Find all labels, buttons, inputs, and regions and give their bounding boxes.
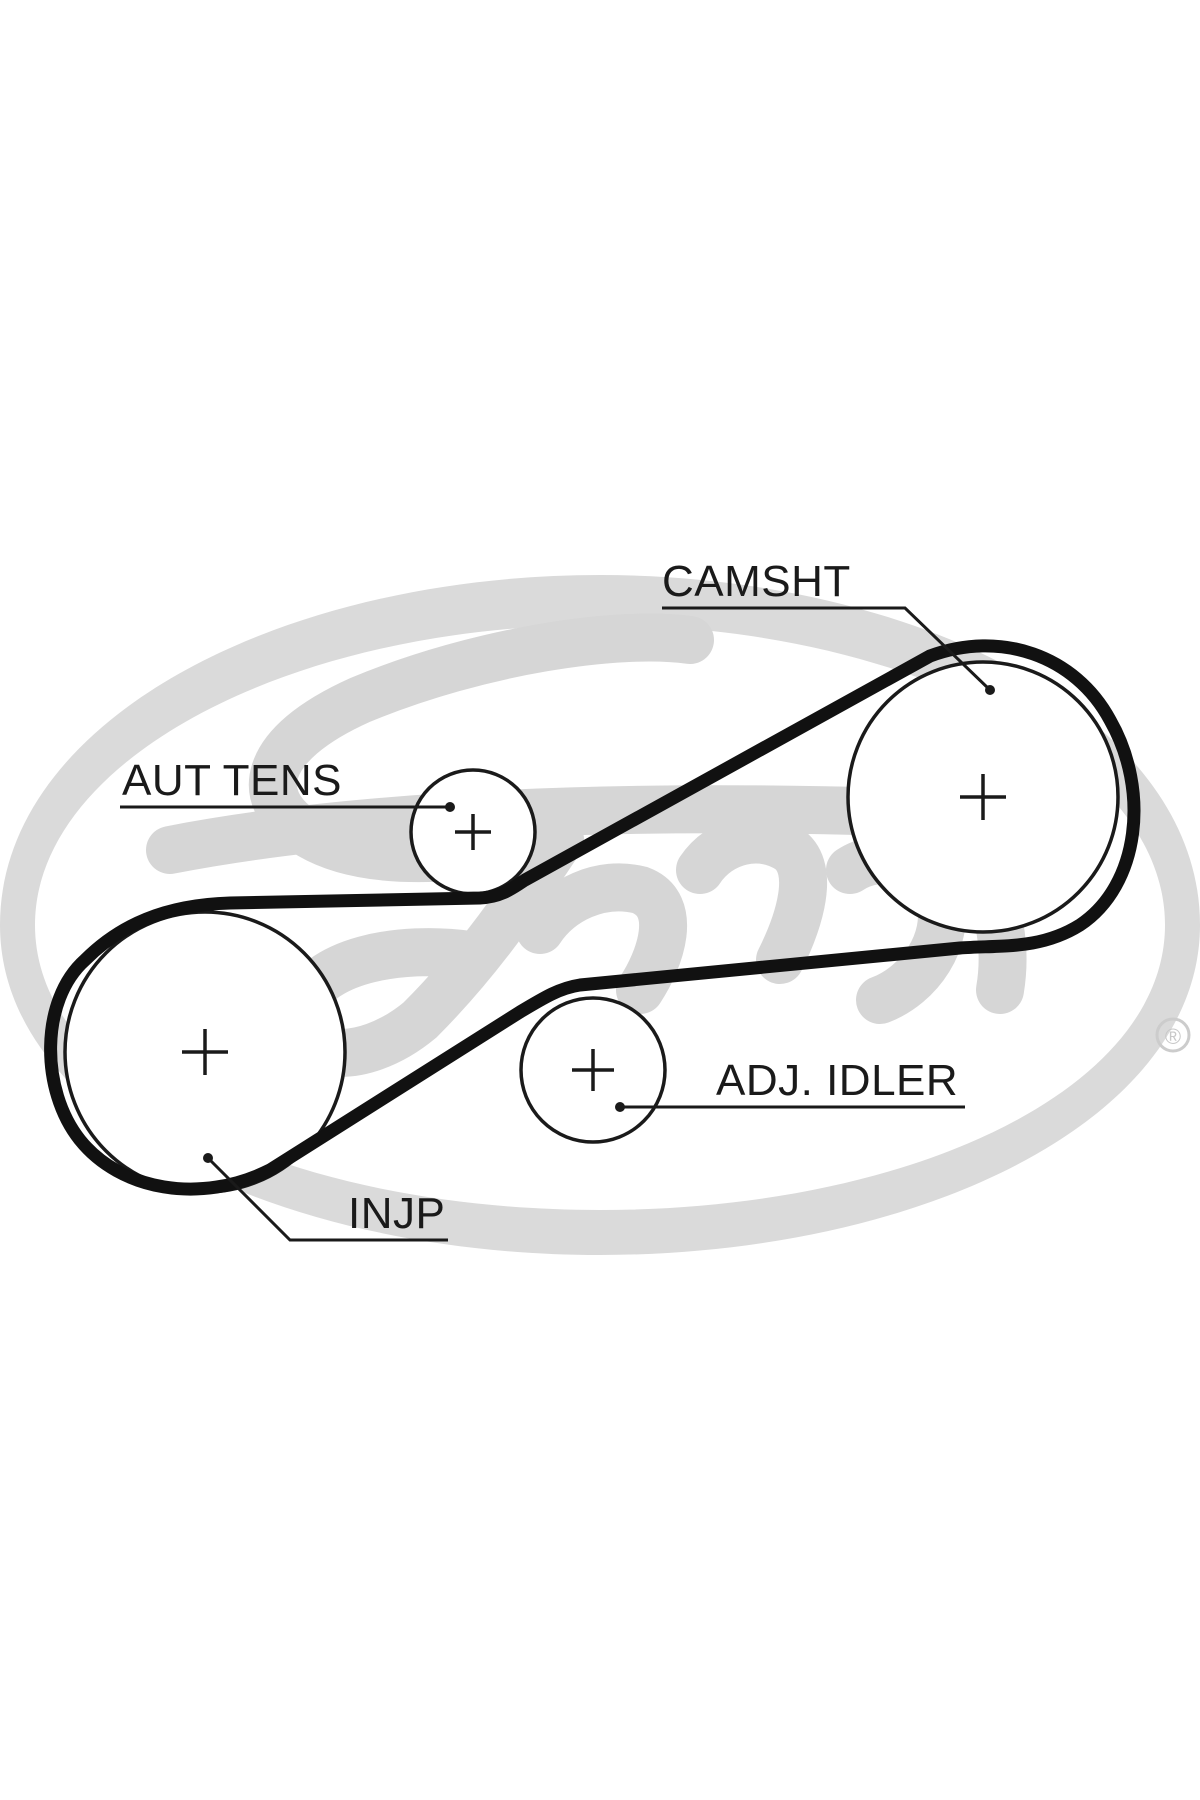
label-injp: INJP bbox=[348, 1189, 445, 1238]
leader-aut-tens bbox=[120, 802, 455, 812]
leader-injp bbox=[203, 1153, 448, 1242]
timing-belt bbox=[44, 639, 1141, 1196]
camshaft-pulley bbox=[846, 660, 1120, 934]
adjustable-idler-pulley bbox=[519, 996, 667, 1144]
label-aut-tens: AUT TENS bbox=[122, 756, 342, 805]
svg-text:®: ® bbox=[1165, 1024, 1181, 1049]
leader-camsht bbox=[662, 606, 995, 695]
label-adj-idler: ADJ. IDLER bbox=[716, 1056, 958, 1105]
label-camsht: CAMSHT bbox=[662, 557, 851, 606]
registered-mark: ® bbox=[1155, 1017, 1191, 1053]
leader-adj-idler bbox=[615, 1102, 965, 1112]
auto-tensioner-pulley bbox=[409, 768, 537, 896]
